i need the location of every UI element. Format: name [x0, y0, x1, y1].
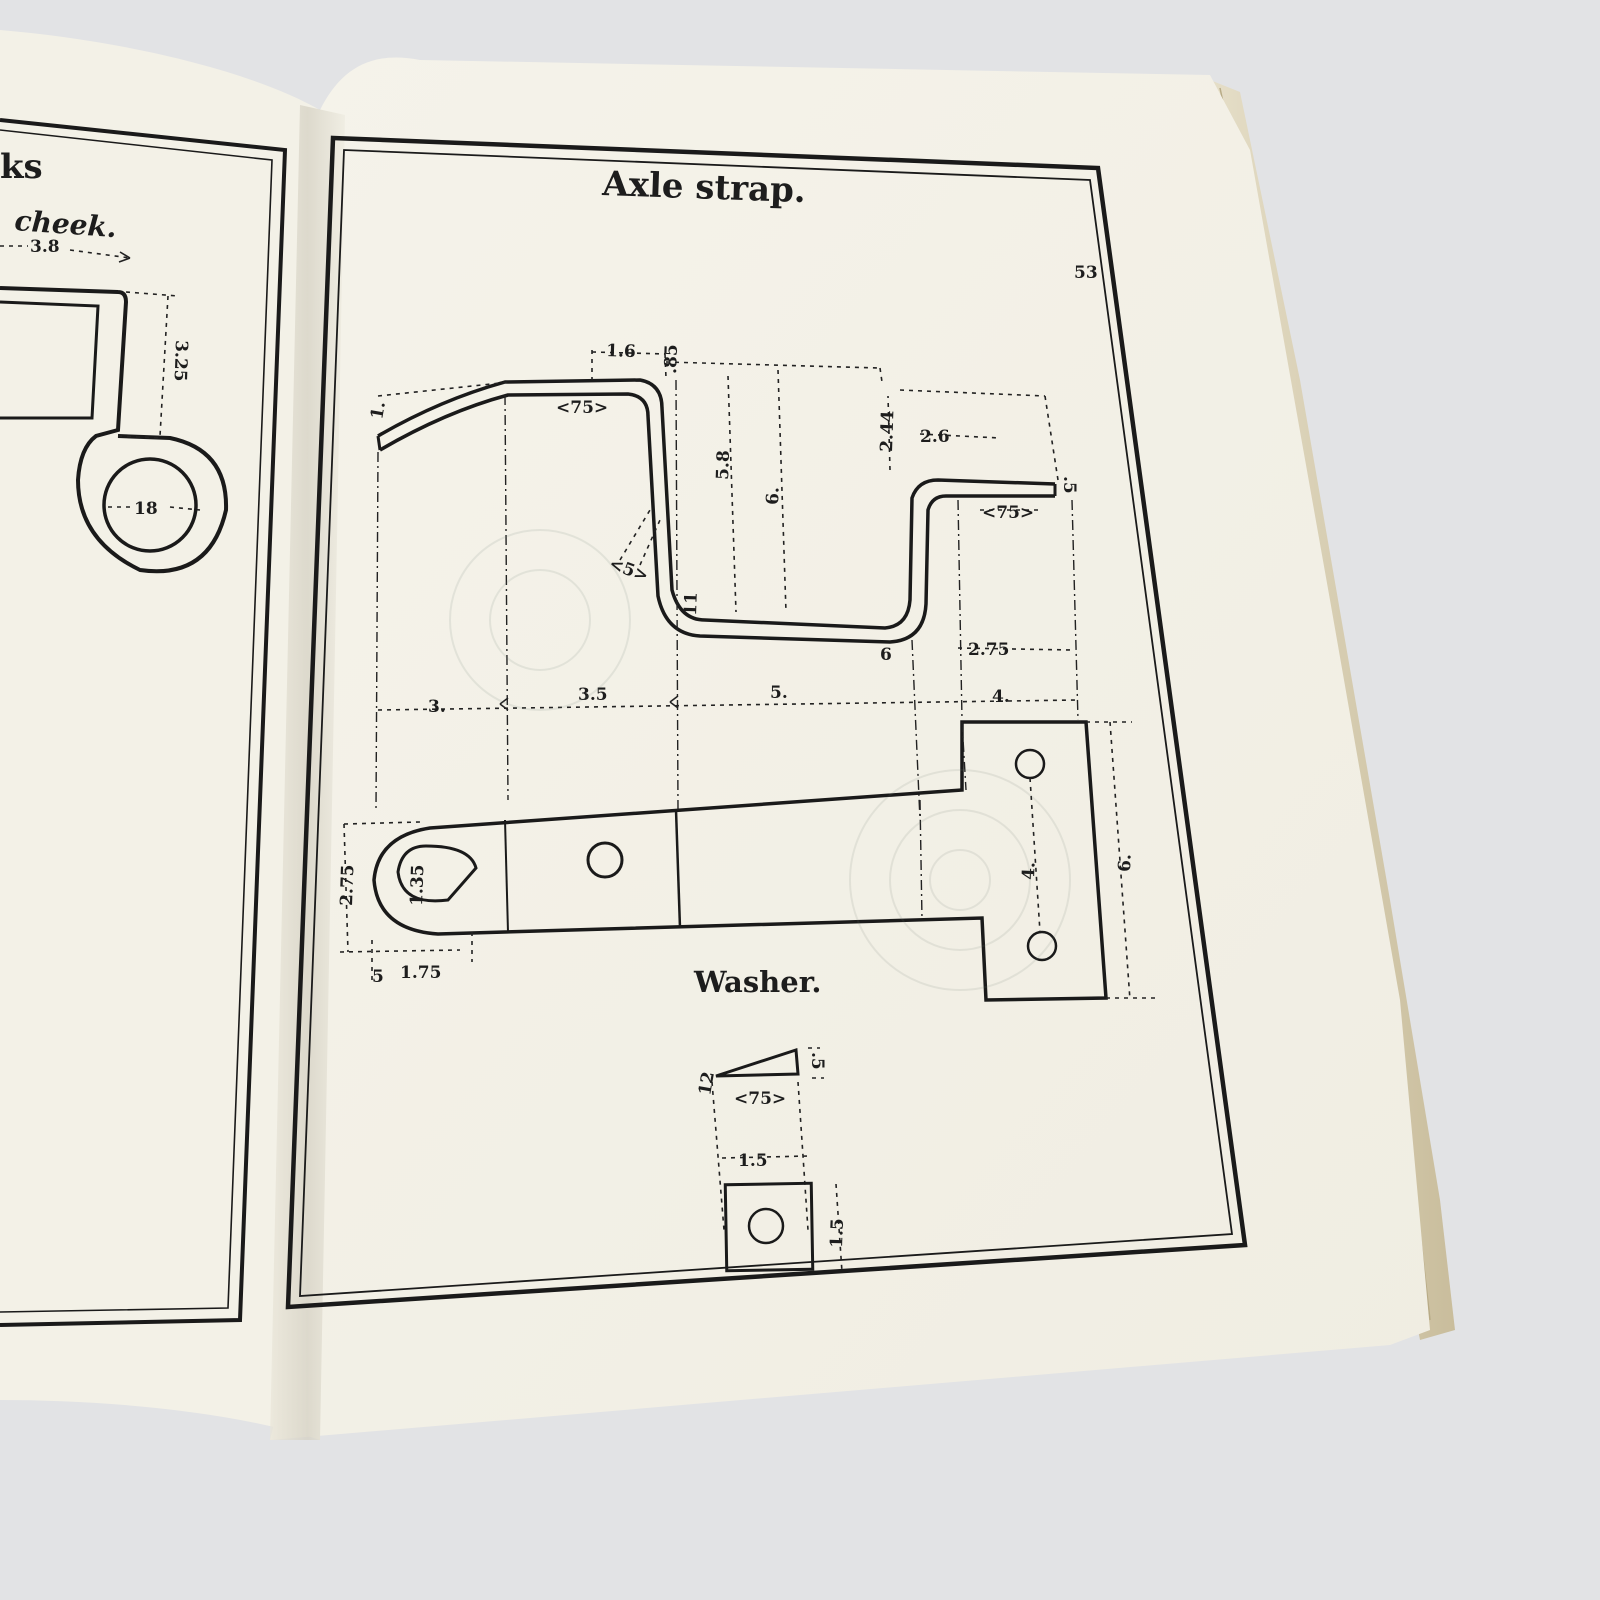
- dimension-d-12: 12: [695, 1070, 719, 1097]
- dimension-d-1-35: 1.35: [407, 864, 428, 906]
- dimension-d-5: .5: [807, 1052, 827, 1070]
- left-dim-3-25: 3.25: [170, 340, 191, 382]
- dimension-d-5-right: .5: [1059, 476, 1079, 494]
- left-link-part: [0, 286, 229, 574]
- dimension-d-2-75-top: 2.75: [968, 640, 1009, 660]
- dimension-d-6-small: 6: [880, 645, 892, 665]
- dimension-d-5-8: 5.8: [713, 450, 734, 480]
- right-page: [270, 57, 1430, 1440]
- dimension-d-3-5: 3.5: [578, 685, 608, 705]
- left-page: [0, 30, 320, 1440]
- left-page-heading: ks: [0, 147, 43, 187]
- dimension-d-1: 1.: [367, 400, 390, 421]
- left-page-border-inner: [0, 129, 273, 1313]
- dimension-d-11: 11: [681, 592, 702, 616]
- show-through-marks: [449, 529, 1071, 991]
- washer-title: Washer.: [693, 965, 821, 999]
- dimension-d-1-5-h: 1.5: [738, 1151, 768, 1171]
- left-eye-ring: [102, 457, 198, 553]
- dimension-d-1-5-v: 1.5: [827, 1218, 848, 1248]
- dimension-d-3: 3.: [428, 697, 446, 717]
- dimension-d-75-right: <75>: [982, 503, 1034, 523]
- page-number: 53: [1074, 263, 1098, 283]
- dimension-d-75: <75>: [734, 1089, 786, 1109]
- dimension-d-4: 4.: [992, 687, 1010, 707]
- dimension-d-85: .85: [661, 344, 682, 374]
- dimension-d-6-vert: 6.: [1115, 854, 1136, 872]
- washer-drawing: Washer. 12 .5 <75> 1.5 1.5: [693, 965, 848, 1273]
- dimension-d-5-bottom: 5: [372, 967, 384, 987]
- dimension-d-5: 5.: [770, 683, 788, 703]
- dimension-d-2-44: 2.44: [877, 410, 898, 452]
- axle-strap-drawing: 1.6 .85 <75> 1. 2.44 2.6 .5 <75> 5.8 6. …: [337, 341, 1158, 1002]
- right-page-border-outer: [285, 135, 1248, 1310]
- left-dim-3-8: 3.8: [30, 237, 60, 257]
- dimension-d-6-mid: 6.: [763, 487, 784, 505]
- right-page-border-inner: [299, 149, 1234, 1297]
- left-page-subheading: cheek.: [14, 204, 118, 244]
- dimension-d-2-6: 2.6: [920, 427, 950, 447]
- dimension-d-4-vert: 4.: [1019, 862, 1040, 880]
- page-title: Axle strap.: [601, 164, 807, 211]
- dimension-d-1-75: 1.75: [400, 963, 441, 983]
- dimension-d-1-6: 1.6: [606, 341, 636, 362]
- dimension-d-2-75-left: 2.75: [337, 864, 358, 906]
- dimension-d-75-top: <75>: [556, 398, 608, 418]
- left-page-border-outer: [0, 118, 288, 1327]
- left-dim-18: 18: [134, 499, 158, 519]
